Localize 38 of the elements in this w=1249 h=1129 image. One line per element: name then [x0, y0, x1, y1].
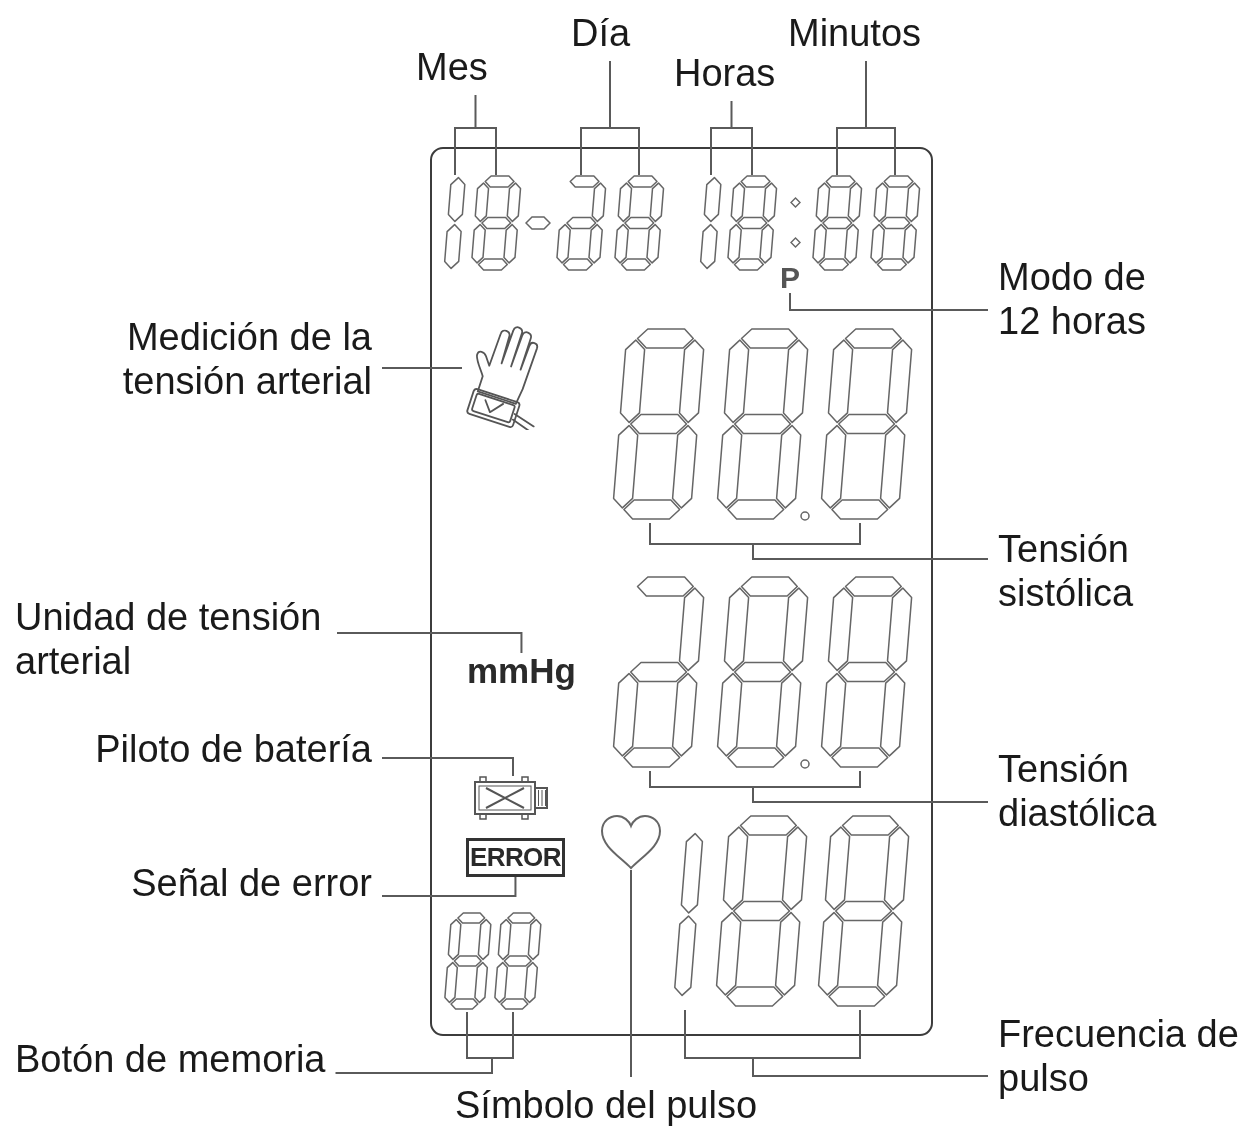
- callout-label: Botón de memoria: [15, 1037, 326, 1081]
- leader-line: [684, 1009, 989, 1077]
- leader-line: [789, 292, 989, 311]
- callout-label: Modo de 12 horas: [998, 255, 1152, 343]
- lcd-digits-drawing: [442, 912, 542, 1012]
- callout-label: Minutos: [788, 11, 922, 55]
- leader-line: [454, 94, 497, 176]
- lcd-panel: [430, 147, 933, 1036]
- lcd-digits-drawing: [698, 175, 778, 272]
- indicator-letter: P: [780, 263, 800, 293]
- leader-line: [649, 522, 989, 560]
- callout-label: Medición de la tensión arterial: [120, 315, 372, 403]
- callout-label: Día: [571, 11, 631, 55]
- leader-line: [381, 367, 463, 369]
- leader-line: [710, 100, 753, 176]
- callout-label: Señal de error: [131, 861, 372, 905]
- error-indicator: ERROR: [466, 838, 565, 877]
- leader-line: [381, 757, 514, 777]
- leader-line: [649, 770, 989, 803]
- callout-label: Horas: [674, 51, 776, 95]
- callout-label: Piloto de batería: [95, 727, 372, 771]
- leader-line: [630, 869, 632, 1078]
- leader-line: [334, 1011, 514, 1074]
- lcd-digits-drawing: [810, 175, 921, 272]
- callout-label: Tensión sistólica: [998, 527, 1138, 615]
- leader-line: [381, 876, 517, 897]
- heart-icon: [599, 814, 663, 870]
- lcd-digits-drawing: [554, 175, 665, 272]
- unit-label: mmHg: [467, 653, 576, 688]
- leader-line: [580, 60, 640, 176]
- lcd-digits-drawing: [442, 175, 522, 272]
- callout-label: Mes: [416, 45, 488, 89]
- callout-label: Frecuencia de pulso: [998, 1012, 1244, 1100]
- callout-label: Tensión diastólica: [998, 747, 1160, 835]
- callout-label: Unidad de tensión arterial: [15, 595, 327, 683]
- leader-line: [836, 60, 896, 176]
- leader-line: [336, 632, 523, 654]
- callout-label: Símbolo del pulso: [455, 1083, 758, 1127]
